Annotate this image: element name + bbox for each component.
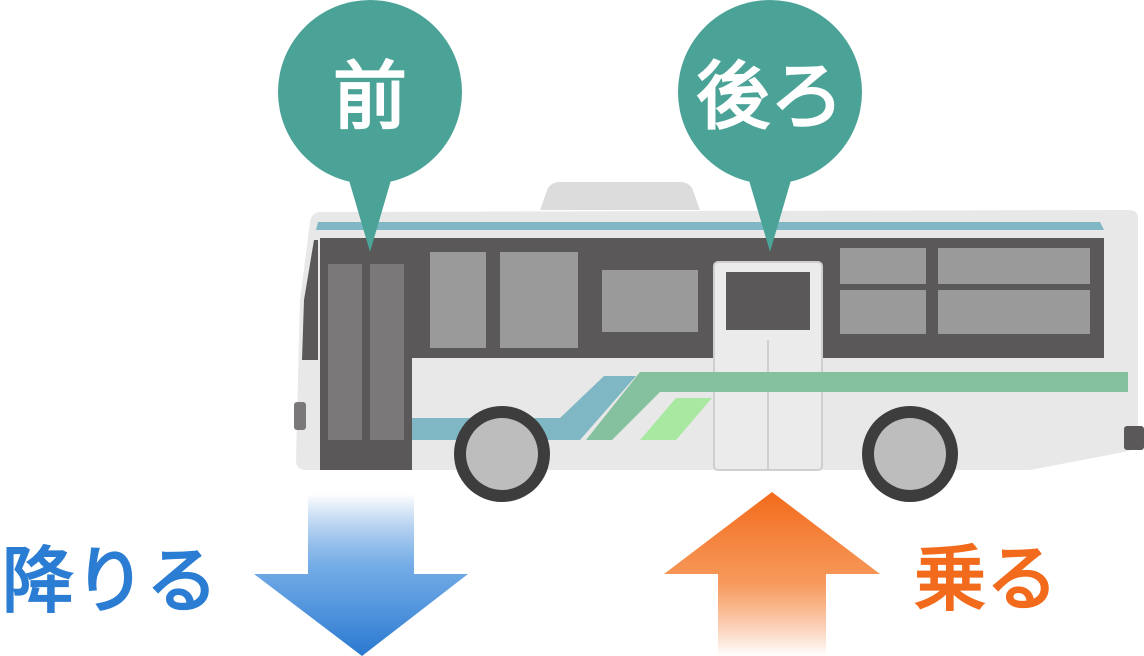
front-door-pin: 前 bbox=[278, 0, 462, 252]
get-on-label: 乗る bbox=[914, 537, 1058, 621]
bus-front-door-glass-right bbox=[370, 264, 404, 440]
rear-door-pin: 後ろ bbox=[678, 0, 862, 252]
get-off-label: 降りる bbox=[2, 539, 218, 623]
front-label: 前 bbox=[333, 54, 407, 140]
bus-roof-unit bbox=[540, 182, 700, 210]
get-off-indicator: 降りる bbox=[2, 494, 468, 656]
bus-window bbox=[430, 252, 486, 348]
up-arrow-icon bbox=[664, 492, 880, 656]
bus-front-wheel bbox=[454, 406, 550, 502]
bus-headlight bbox=[294, 402, 306, 430]
bus-window bbox=[840, 290, 926, 334]
down-arrow-icon bbox=[254, 494, 468, 656]
get-on-indicator: 乗る bbox=[664, 492, 1058, 656]
bus-window bbox=[840, 248, 926, 284]
bus-window bbox=[602, 270, 698, 332]
bus-top-trim bbox=[316, 222, 1104, 230]
bus-stripe-light bbox=[640, 398, 712, 440]
bus-windshield bbox=[302, 240, 318, 360]
bus-front-door-glass-left bbox=[328, 264, 362, 440]
bus-window bbox=[938, 248, 1090, 284]
bus-window bbox=[938, 290, 1090, 334]
bus-taillight bbox=[1124, 426, 1144, 450]
bus-rear-door-window bbox=[726, 272, 810, 330]
bus-stripe-green bbox=[586, 372, 1128, 440]
bus-window bbox=[500, 252, 578, 348]
bus bbox=[294, 182, 1144, 502]
rear-label: 後ろ bbox=[696, 54, 844, 140]
bus-rear-wheel bbox=[862, 406, 958, 502]
